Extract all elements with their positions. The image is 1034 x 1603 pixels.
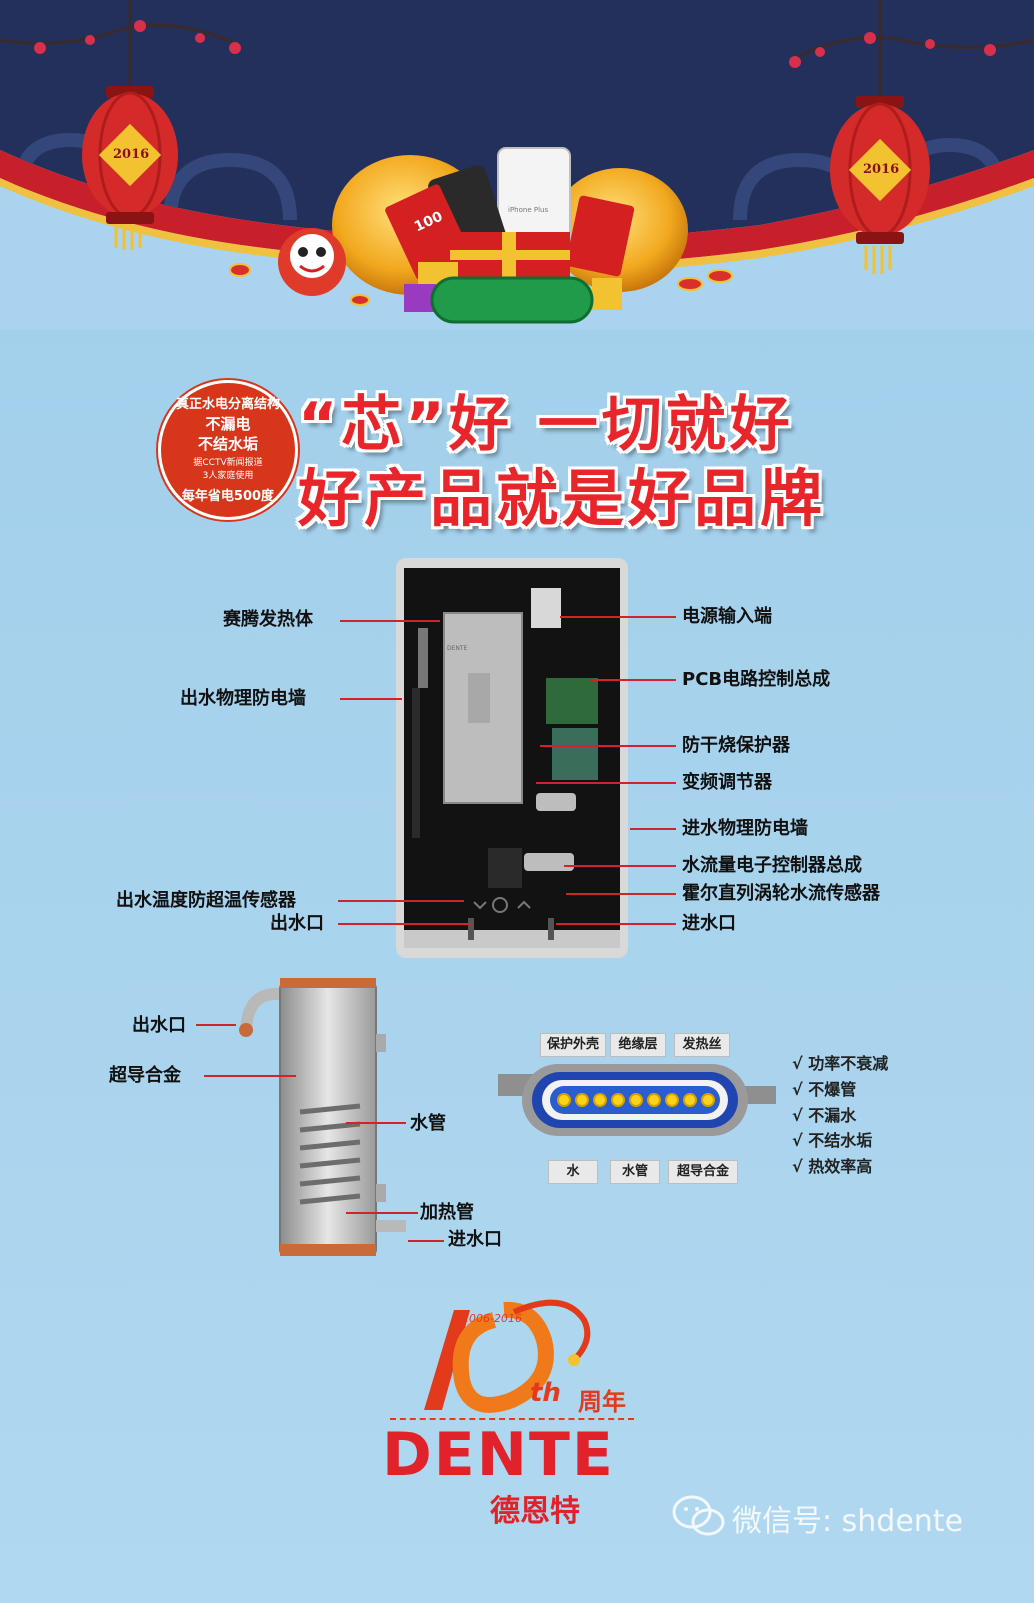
leader-line: [340, 698, 402, 700]
feature-no-scale: √ 不结水垢: [792, 1131, 873, 1150]
logo-brand: DENTE: [382, 1420, 615, 1490]
label-inlet-barrier: 进水物理防电墙: [682, 818, 808, 839]
feature-badge: 真正水电分离结构 不漏电 不结水垢 据CCTV新闻报道 3人家庭使用 每年省电5…: [158, 380, 298, 520]
tag-protective-shell: 保护外壳: [540, 1033, 606, 1057]
leader-line: [338, 923, 472, 925]
water-heater-interior-image: [396, 558, 628, 958]
feature-no-burst: √ 不爆管: [792, 1080, 857, 1099]
leader-line: [196, 1024, 236, 1026]
wechat-icon: [672, 1495, 725, 1536]
leader-line: [204, 1075, 296, 1077]
label-outlet-barrier: 出水物理防电墙: [180, 688, 306, 709]
feature-no-power-loss: √ 功率不衰减: [792, 1054, 889, 1073]
wechat-id: 微信号: shdente: [732, 1504, 964, 1539]
label-pcb: PCB电路控制总成: [682, 669, 831, 690]
tag-water-pipe: 水管: [610, 1160, 660, 1184]
phone-label: iPhone Plus: [508, 206, 549, 214]
leader-line: [630, 828, 676, 830]
heating-element-image: [239, 978, 406, 1256]
logo-zhounian: 周年: [578, 1388, 626, 1416]
label-power-input: 电源输入端: [682, 606, 772, 627]
leader-line: [560, 616, 676, 618]
badge-line1: 不漏电: [205, 415, 251, 433]
label-element-outlet: 出水口: [132, 1015, 186, 1036]
tag-insulation: 绝缘层: [610, 1033, 666, 1057]
leader-line: [346, 1212, 418, 1214]
leader-line: [340, 620, 440, 622]
lantern-left-year: 2016: [113, 147, 150, 162]
headline-line1: “芯”好 一切就好: [298, 390, 794, 460]
leader-line: [590, 679, 676, 681]
feature-no-leak: √ 不漏水: [792, 1106, 857, 1125]
label-element-alloy: 超导合金: [109, 1065, 181, 1086]
leader-line: [408, 1240, 444, 1242]
label-element-inlet: 进水口: [448, 1229, 502, 1250]
label-element-heating-pipe: 加热管: [420, 1202, 474, 1223]
label-flow-controller: 水流量电子控制器总成: [682, 855, 862, 876]
lantern-right-year: 2016: [863, 162, 900, 177]
festive-header-banner: [0, 0, 1034, 330]
badge-small1: 据CCTV新闻报道: [193, 458, 263, 468]
leader-line: [566, 893, 676, 895]
leader-line: [564, 865, 676, 867]
leader-line: [346, 1122, 406, 1124]
tag-water: 水: [548, 1160, 598, 1184]
badge-small2: 3人家庭使用: [202, 471, 254, 481]
logo-divider: [390, 1418, 634, 1420]
leader-line: [338, 900, 464, 902]
label-dry-burn-protector: 防干烧保护器: [682, 735, 790, 756]
leader-line: [556, 923, 676, 925]
headline-line2: 好产品就是好品牌: [298, 462, 827, 535]
label-heating-element: 赛腾发热体: [223, 609, 313, 630]
feature-high-efficiency: √ 热效率高: [792, 1157, 873, 1176]
label-element-water-pipe: 水管: [410, 1113, 446, 1134]
logo-brand-cn: 德恩特: [490, 1494, 580, 1529]
badge-bottom-arc: 每年省电500度: [181, 489, 275, 504]
logo-th: th: [530, 1378, 561, 1408]
label-temp-sensor: 出水温度防超温传感器: [116, 890, 296, 911]
label-water-outlet: 出水口: [270, 913, 324, 934]
tenth-anniversary-emblem: [424, 1299, 591, 1413]
leader-line: [540, 745, 676, 747]
badge-top-arc: 真正水电分离结构: [175, 397, 280, 412]
tag-alloy: 超导合金: [668, 1160, 738, 1184]
label-inverter: 变频调节器: [682, 772, 772, 793]
label-water-inlet: 进水口: [682, 913, 736, 934]
pipe-cross-section-diagram: [498, 1064, 776, 1136]
heater-brand-mark: DENTE: [447, 645, 468, 652]
tag-heating-wire: 发热丝: [674, 1033, 730, 1057]
label-hall-sensor: 霍尔直列涡轮水流传感器: [682, 883, 880, 904]
logo-years: 2006-2016: [462, 1312, 522, 1325]
leader-line: [536, 782, 676, 784]
badge-line2: 不结水垢: [197, 435, 258, 453]
